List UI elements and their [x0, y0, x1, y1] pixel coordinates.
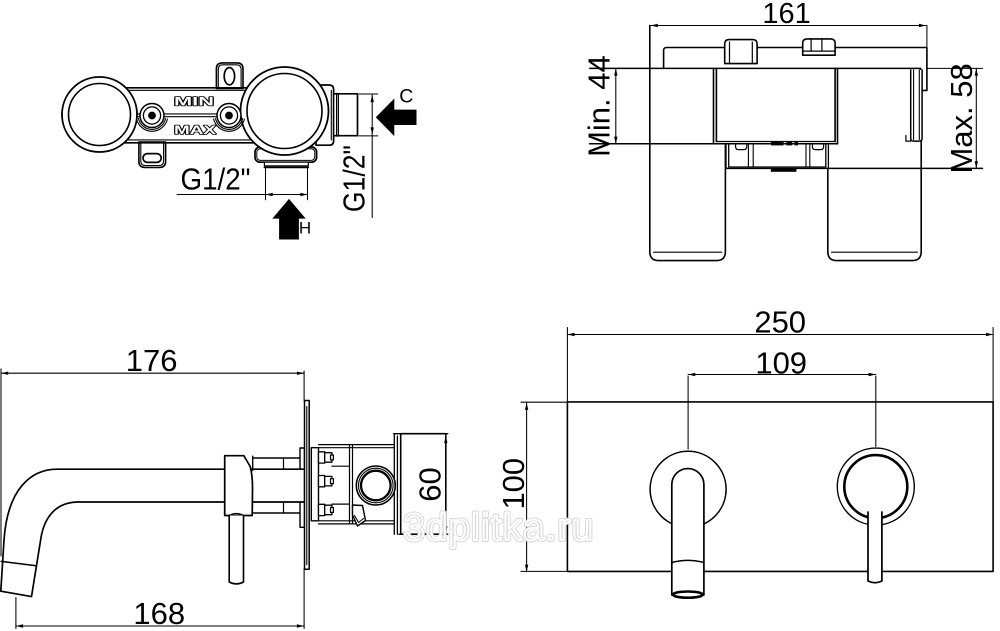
svg-text:G1/2": G1/2" [338, 145, 372, 212]
svg-text:G1/2": G1/2" [181, 162, 251, 196]
svg-text:250: 250 [754, 305, 806, 340]
svg-text:161: 161 [762, 0, 810, 30]
svg-text:100: 100 [496, 458, 531, 510]
svg-text:Min. 44: Min. 44 [582, 55, 617, 157]
svg-text:176: 176 [126, 343, 178, 378]
svg-text:MIN: MIN [174, 94, 214, 108]
svg-text:109: 109 [755, 345, 807, 380]
svg-text:3dplitka.ru: 3dplitka.ru [404, 507, 595, 549]
svg-text:MAX: MAX [174, 123, 216, 137]
svg-text:Max. 58: Max. 58 [944, 63, 979, 173]
svg-text:168: 168 [133, 596, 185, 631]
svg-text:60: 60 [413, 467, 448, 501]
svg-text:3dplitka.ru: 3dplitka.ru [404, 507, 595, 549]
svg-text:C: C [399, 85, 413, 107]
svg-text:H: H [299, 218, 311, 237]
